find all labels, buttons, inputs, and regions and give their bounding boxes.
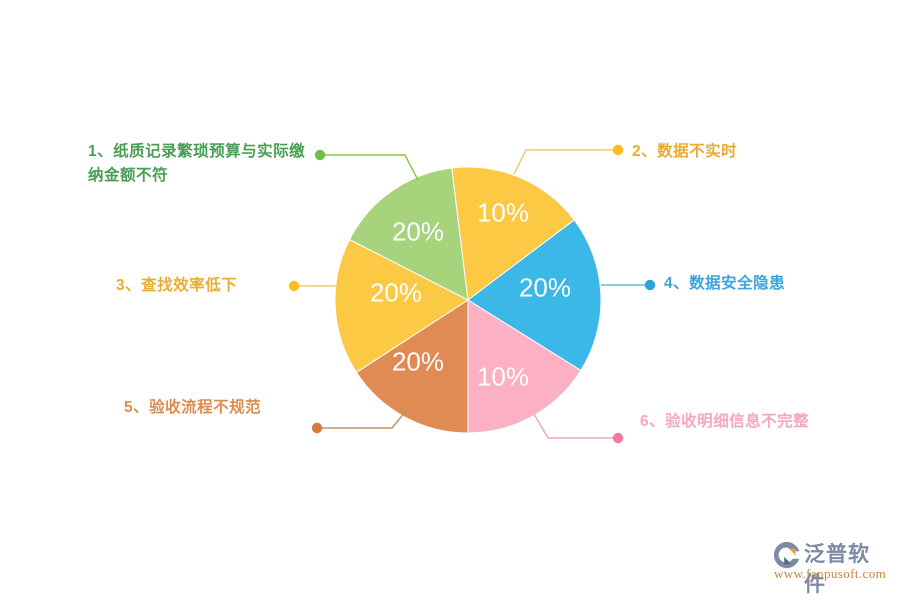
callout-label-5[interactable]: 5、验收流程不规范 (124, 399, 262, 416)
callout-label-4[interactable]: 4、数据安全隐患 (664, 275, 786, 292)
callout-label-6[interactable]: 6、验收明细信息不完整 (640, 413, 810, 430)
callout-3-dot-icon[interactable] (288, 280, 300, 292)
fanpu-logo-icon (773, 541, 800, 569)
callout-6-leader-line (533, 413, 618, 439)
callout-1-leader-line (320, 154, 419, 181)
callout-label-3[interactable]: 3、查找效率低下 (116, 277, 238, 294)
pct-orange-value-label: 20% (391, 346, 445, 377)
callout-5-leader-line (317, 410, 407, 429)
pct-green-value-label: 20% (391, 216, 445, 247)
callout-label-1[interactable]: 1、纸质记录繁琐预算与实际缴 纳金额不符 (88, 143, 306, 184)
callout-2-leader-line (513, 149, 618, 175)
pct-yellow-top-value-label: 10% (476, 197, 530, 228)
callout-line-group (288, 144, 656, 444)
callout-4-dot-icon[interactable] (644, 279, 656, 291)
pct-pink-value-label: 10% (476, 361, 530, 392)
pct-yellow-left-value-label: 20% (369, 277, 423, 308)
pct-blue-value-label: 20% (518, 272, 572, 303)
brand-watermark: 泛普软件 www.fanpusoft.com (772, 538, 890, 596)
callout-1-dot-icon[interactable] (314, 149, 326, 161)
pie-slice-1[interactable] (348, 167, 469, 301)
pie-slice-group (334, 166, 602, 434)
pie-slice-3[interactable] (334, 238, 469, 374)
callout-5-dot-icon[interactable] (311, 422, 323, 434)
callout-2-dot-icon[interactable] (612, 144, 624, 156)
pie-slice-6[interactable] (467, 299, 582, 434)
pie-slice-5[interactable] (355, 299, 469, 434)
callout-label-2[interactable]: 2、数据不实时 (632, 143, 738, 160)
brand-url: www.fanpusoft.com (774, 566, 887, 581)
pie-slice-4[interactable] (467, 219, 602, 372)
brand-name: 泛普软件 (804, 543, 870, 596)
pie-slice-2[interactable] (451, 166, 575, 301)
callout-6-dot-icon[interactable] (612, 432, 624, 444)
